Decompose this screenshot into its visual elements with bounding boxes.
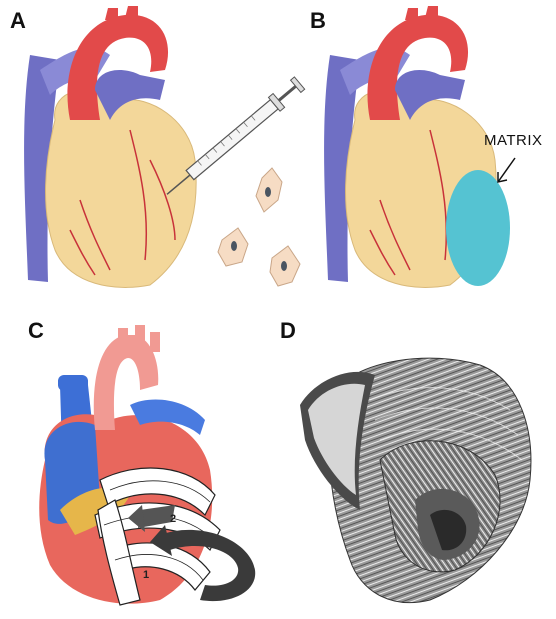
matrix-label: MATRIX xyxy=(484,132,543,149)
panel-d: D xyxy=(280,310,556,619)
sem-scaffold-image xyxy=(280,310,556,619)
cell-icon xyxy=(270,246,300,286)
panel-c: C 1 2 xyxy=(0,310,280,619)
panel-a: A xyxy=(0,0,300,300)
matrix-patch xyxy=(446,170,510,286)
pointer-arrow-icon xyxy=(498,158,515,182)
cell-icon xyxy=(218,228,248,266)
heart-illustration-a xyxy=(0,0,300,300)
band-number-1: 1 xyxy=(143,569,149,581)
heart-wrap-illustration: 1 2 xyxy=(0,310,280,619)
panel-b: B MATRIX xyxy=(300,0,556,300)
band-number-2: 2 xyxy=(170,513,176,525)
heart-illustration-b xyxy=(300,0,556,300)
cell-icon xyxy=(256,168,282,212)
